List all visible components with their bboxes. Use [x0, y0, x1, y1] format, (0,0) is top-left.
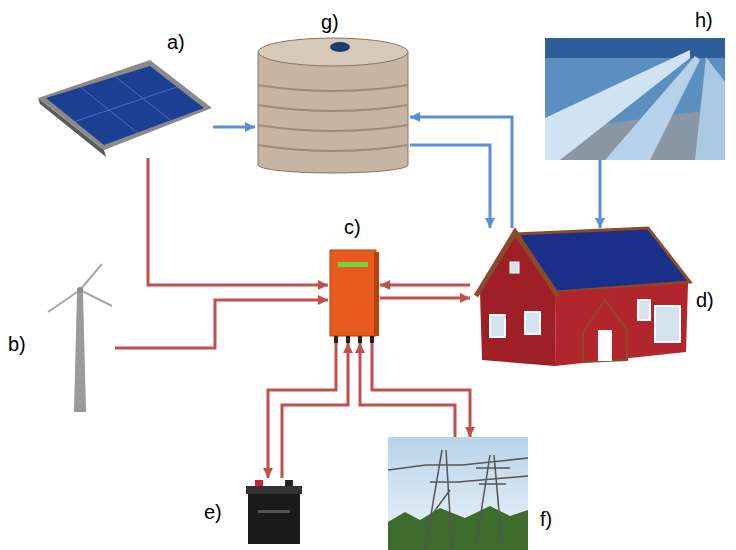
battery-part [258, 510, 290, 513]
flow-arrow [115, 300, 328, 348]
flow-arrow [599, 160, 602, 228]
wind-turbine-part [77, 287, 83, 293]
flow-arrow [213, 126, 255, 129]
water-tank-part [258, 145, 408, 151]
power-lines-photo-part-part [462, 458, 528, 465]
solar-panel-part [75, 87, 177, 122]
wind-turbine-part [80, 264, 102, 290]
picture-node: a) [35, 60, 213, 158]
pipeline-photo-part [545, 38, 725, 58]
picture-node: d) [470, 228, 692, 368]
pipeline-photo-part [545, 38, 725, 160]
power-lines-photo-part-part [388, 465, 426, 470]
power-lines-photo-part-part [426, 464, 462, 466]
inverter-part [374, 252, 379, 336]
battery [246, 480, 302, 544]
battery-part [246, 486, 302, 494]
water-tank-part [258, 38, 408, 66]
wind-turbine-part [74, 292, 86, 412]
power-lines-photo-part-part [476, 467, 510, 469]
picture-node: f) [388, 437, 528, 550]
house-part [525, 312, 540, 334]
inverter-part [334, 336, 338, 343]
house-part [555, 283, 688, 366]
water-tank-part [408, 52, 409, 165]
flow-arrow [410, 117, 512, 228]
flow-arrow [380, 284, 470, 287]
power-lines-photo-part-part [458, 476, 528, 482]
wind-turbine-part [80, 290, 112, 306]
part-letter: d) [696, 288, 714, 312]
water-tank-part [258, 125, 408, 131]
battery-part [248, 494, 300, 544]
picture-node: g) [255, 40, 410, 170]
flow-arrow [148, 158, 328, 285]
picture-node: h) [545, 38, 725, 160]
water-tank [258, 38, 408, 173]
water-tank-part [258, 52, 259, 165]
inverter-part [358, 336, 362, 343]
solar-panel-part [46, 66, 204, 145]
house [476, 228, 690, 366]
part-letter: c) [344, 215, 361, 239]
house-part [655, 306, 680, 342]
power-lines-photo-part [388, 506, 528, 550]
picture-node: b) [40, 258, 115, 414]
flow-arrow [282, 343, 348, 478]
water-tank-part [258, 85, 408, 91]
water-tank-part [330, 42, 350, 52]
part-letter: a) [167, 30, 185, 54]
water-tank-part [258, 105, 408, 111]
house-part [510, 262, 519, 273]
picture-node: c) [328, 245, 380, 343]
part-letter: h) [695, 8, 713, 32]
picture-node: e) [240, 478, 305, 546]
part-letter: e) [204, 500, 222, 524]
inverter-part [338, 262, 368, 267]
power-lines-photo-part [388, 437, 528, 550]
power-lines-photo [388, 437, 528, 550]
house-part [476, 232, 558, 296]
wind-turbine [48, 264, 112, 412]
flow-arrow [410, 145, 490, 228]
inverter-part [346, 336, 350, 343]
pipeline-photo [545, 38, 725, 160]
part-letter: b) [8, 332, 26, 356]
power-lines-photo-part-part [479, 483, 506, 485]
inverter [330, 250, 379, 343]
part-letter: g) [321, 10, 339, 34]
flow-arrow [380, 297, 470, 300]
part-letter: f) [540, 507, 552, 531]
house-part [490, 315, 505, 337]
inverter-part [330, 250, 376, 336]
solar-panel [38, 60, 212, 157]
power-lines-photo-part-part [430, 481, 458, 483]
water-tank-part [258, 52, 408, 165]
wind-turbine-part [48, 290, 80, 312]
house-part [638, 300, 650, 320]
flow-arrow [268, 343, 336, 478]
flow-arrow [372, 343, 470, 437]
pipeline-photo-part [695, 57, 725, 160]
power-lines-photo-part [388, 450, 528, 550]
house-part [583, 300, 627, 362]
power-lines-photo-part-part [428, 490, 450, 520]
pipeline-photo-part [605, 56, 700, 160]
inverter-part [370, 336, 374, 343]
house-part [480, 236, 556, 366]
house-part [598, 330, 612, 361]
solar-panel-part [38, 60, 212, 150]
